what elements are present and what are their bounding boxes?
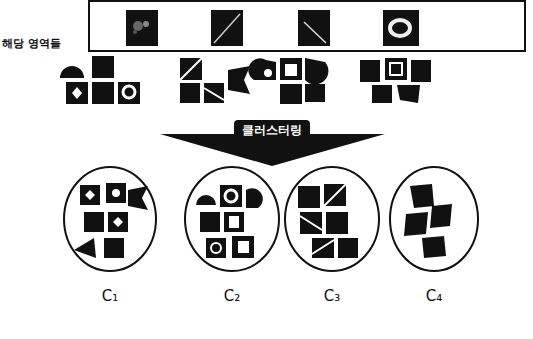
region-label: 해당 영역들 — [2, 36, 61, 51]
ellipse-outline — [62, 165, 158, 273]
cluster-label: C₃ — [283, 287, 381, 305]
cluster-label: C₄ — [388, 287, 480, 305]
clustering-banner: 클러스터링 — [234, 120, 310, 141]
ellipse-outline — [388, 165, 480, 273]
cluster-ellipse: C₃ — [283, 165, 381, 305]
region-fragments — [60, 56, 431, 104]
cluster-label: C₁ — [62, 287, 158, 305]
ellipse-outline — [283, 165, 381, 273]
cluster-ellipse: C₄ — [388, 165, 480, 305]
source-images — [89, 1, 525, 51]
cluster-label: C₂ — [183, 287, 281, 305]
banner-text: 클러스터링 — [234, 120, 310, 141]
cluster-ellipse: C₂ — [183, 165, 281, 305]
ellipse-outline — [183, 165, 281, 273]
cluster-ellipse: C₁ — [62, 165, 158, 305]
